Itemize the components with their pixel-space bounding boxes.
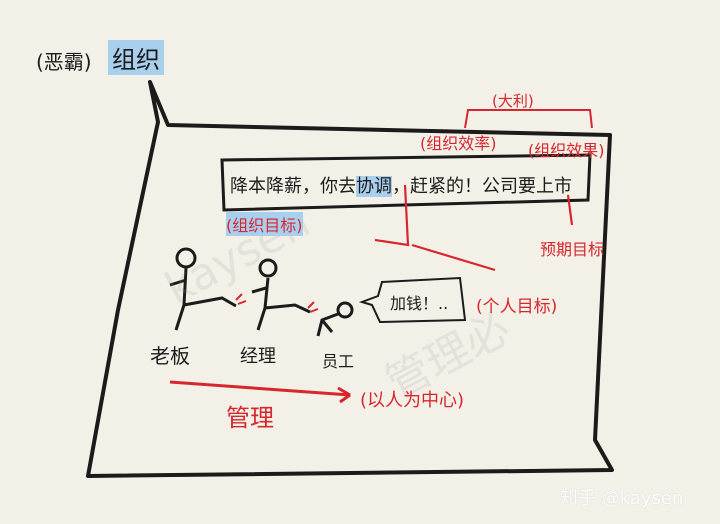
arrow-right xyxy=(411,243,496,272)
kick-mark-2 xyxy=(307,301,319,313)
employee-figure xyxy=(316,301,354,337)
management-arrow xyxy=(169,380,351,404)
speech-bubble xyxy=(358,276,467,324)
label-both: (大利) xyxy=(492,92,534,110)
label-org-efficiency: (组织效率) xyxy=(420,134,497,153)
sentence-box xyxy=(220,153,592,212)
site-watermark: 知乎 @kaysen xyxy=(560,488,684,509)
label-employee: 员工 xyxy=(322,352,355,371)
label-expected-goal: 预期目标 xyxy=(540,240,605,259)
main-sentence: 降本降薪，你去协调，赶紧的！公司要上市 xyxy=(230,172,572,198)
label-manager: 经理 xyxy=(240,346,276,367)
label-org-effect: (组织效果) xyxy=(528,141,605,160)
manager-figure xyxy=(251,258,311,331)
sentence-highlight: 协调 xyxy=(356,176,392,197)
label-boss: 老板 xyxy=(150,344,190,368)
kick-mark-1 xyxy=(235,293,247,305)
title-prefix: (恶霸) xyxy=(36,50,92,74)
label-personal-goal: (个人目标) xyxy=(476,297,558,317)
sentence-part1: 降本降薪，你去 xyxy=(230,176,356,197)
arrow-down xyxy=(374,184,410,247)
frame-outline xyxy=(86,80,614,478)
arrow-expected xyxy=(566,194,574,226)
title-main: 组织 xyxy=(108,40,164,75)
speech-text: 加钱！.. xyxy=(390,294,449,313)
sentence-part2: ，赶紧的！公司要上市 xyxy=(392,176,572,197)
top-bracket xyxy=(464,109,593,129)
label-org-goal: (组织目标) xyxy=(226,212,303,236)
label-people-center: (以人为中心) xyxy=(360,390,465,411)
boss-figure xyxy=(169,247,237,331)
label-management: 管理 xyxy=(226,404,274,432)
